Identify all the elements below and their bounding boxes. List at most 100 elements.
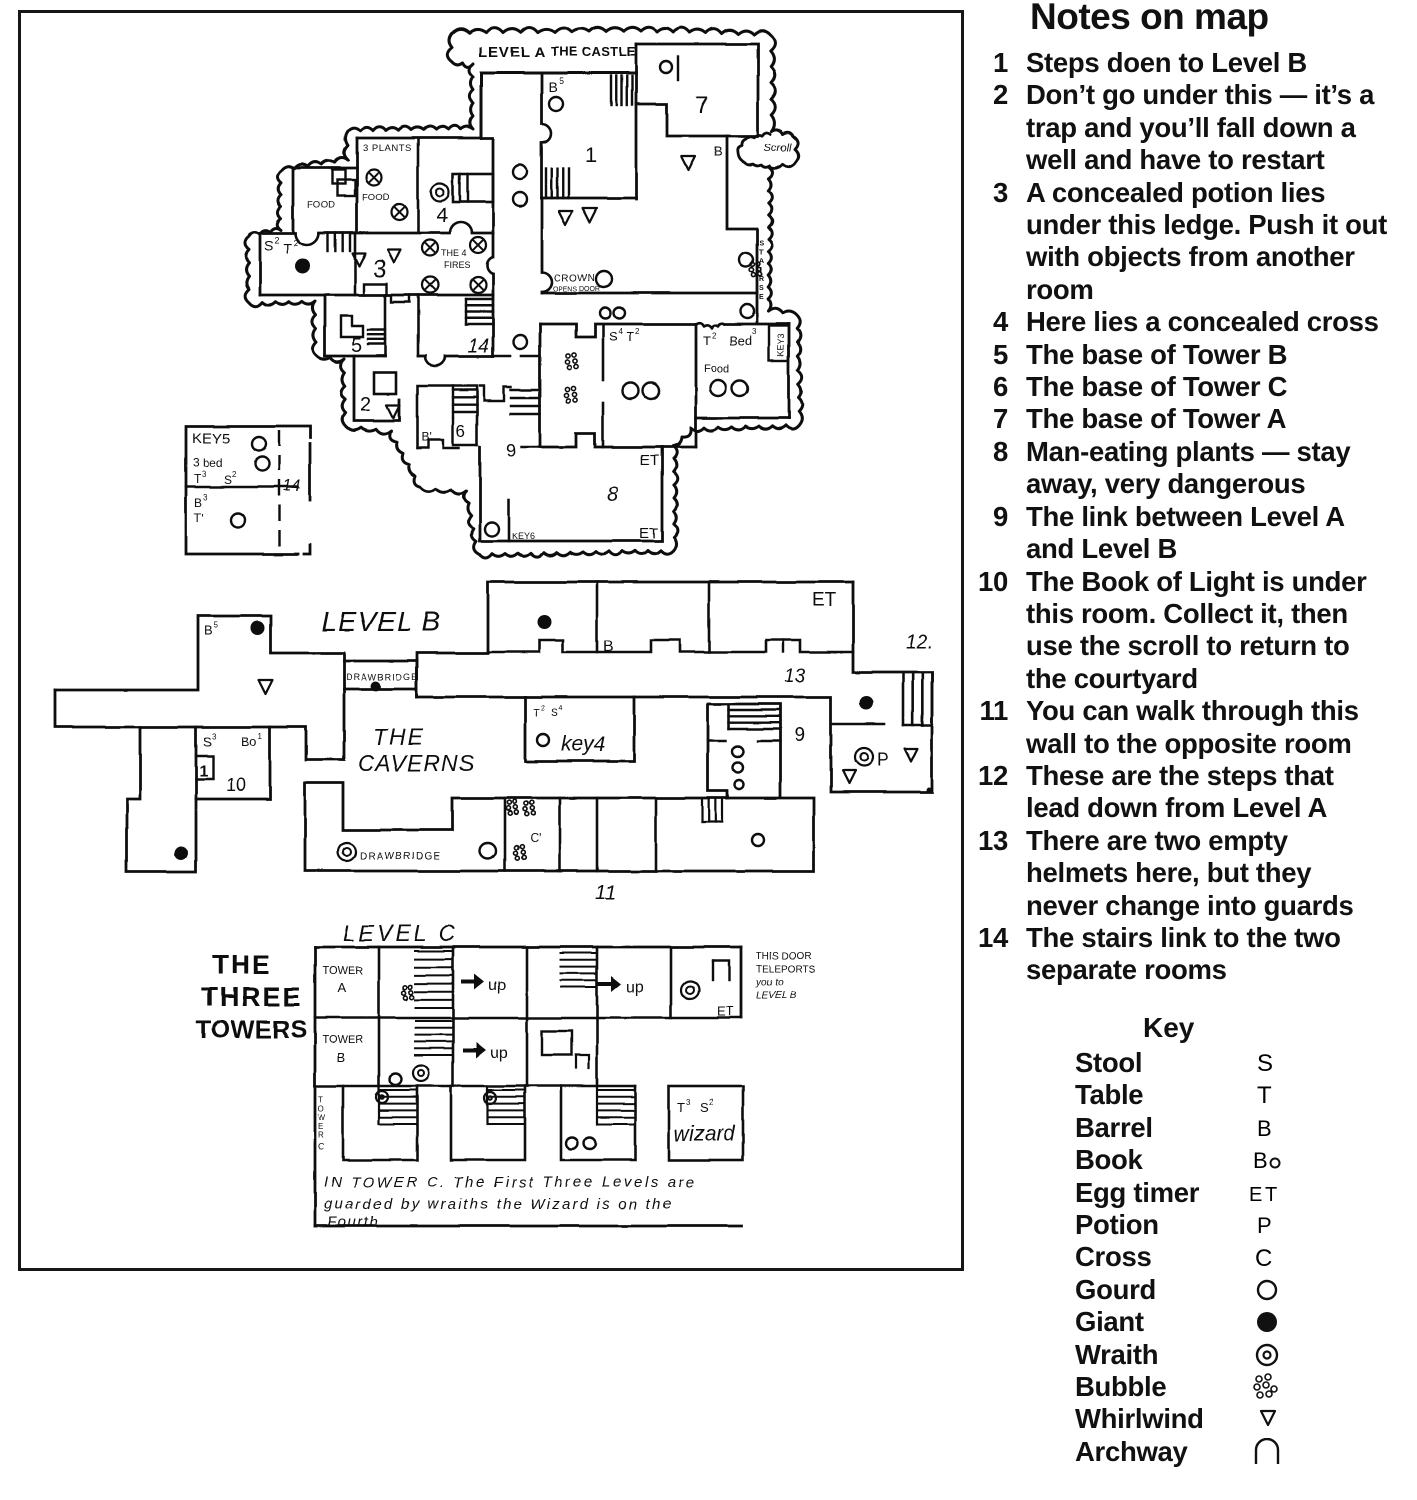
svg-text:P: P xyxy=(1257,1213,1271,1238)
svg-text:3: 3 xyxy=(686,1098,691,1107)
svg-text:7: 7 xyxy=(695,92,708,119)
svg-text:A: A xyxy=(337,980,346,995)
svg-text:5: 5 xyxy=(559,76,564,86)
svg-text:OPENS DOOR: OPENS DOOR xyxy=(553,286,600,293)
svg-text:S: S xyxy=(609,329,618,344)
svg-text:S: S xyxy=(551,707,558,719)
svg-text:S: S xyxy=(264,237,273,253)
svg-text:THREE: THREE xyxy=(201,982,303,1012)
svg-text:8: 8 xyxy=(607,483,619,506)
svg-text:CAVERNS: CAVERNS xyxy=(358,750,475,776)
svg-text:9: 9 xyxy=(794,724,805,746)
svg-text:4: 4 xyxy=(436,204,448,227)
svg-text:3: 3 xyxy=(212,732,217,741)
svg-text:T: T xyxy=(533,707,540,719)
svg-text:T: T xyxy=(1257,1082,1272,1109)
svg-text:DRAWBRIDGE: DRAWBRIDGE xyxy=(346,672,419,682)
svg-text:S: S xyxy=(759,240,764,247)
svg-text:1: 1 xyxy=(258,732,263,741)
svg-text:3: 3 xyxy=(373,255,387,283)
svg-text:9: 9 xyxy=(506,441,516,461)
svg-text:5: 5 xyxy=(214,621,219,630)
svg-text:B: B xyxy=(714,144,723,159)
svg-text:DRAWBRIDGE: DRAWBRIDGE xyxy=(360,851,442,862)
svg-text:14: 14 xyxy=(468,336,489,357)
svg-text:ET: ET xyxy=(812,590,837,611)
svg-text:THE 4: THE 4 xyxy=(441,248,467,258)
svg-text:TOWERS: TOWERS xyxy=(196,1016,307,1044)
svg-text:THE: THE xyxy=(373,724,425,750)
svg-text:3 PLANTS: 3 PLANTS xyxy=(363,143,412,154)
svg-text:2: 2 xyxy=(635,327,640,336)
svg-text:THE CASTLE: THE CASTLE xyxy=(551,44,636,59)
svg-text:10: 10 xyxy=(226,775,246,795)
svg-text:P: P xyxy=(877,750,889,770)
svg-text:2: 2 xyxy=(541,705,545,712)
svg-text:R: R xyxy=(318,1131,324,1140)
svg-text:W: W xyxy=(318,1113,326,1122)
svg-text:6: 6 xyxy=(456,422,465,441)
svg-text:E: E xyxy=(759,294,764,301)
svg-text:you to: you to xyxy=(755,977,784,988)
svg-text:O: O xyxy=(318,1104,324,1113)
svg-text:C: C xyxy=(318,1142,325,1152)
svg-text:4: 4 xyxy=(618,327,623,336)
svg-text:B: B xyxy=(548,79,557,95)
svg-text:T: T xyxy=(626,329,634,344)
svg-text:3 bed: 3 bed xyxy=(193,456,223,470)
svg-text:ET: ET xyxy=(640,452,659,469)
svg-text:S: S xyxy=(224,473,232,487)
svg-text:THIS DOOR: THIS DOOR xyxy=(756,951,812,962)
svg-text:up: up xyxy=(490,1045,508,1062)
svg-text:FOOD: FOOD xyxy=(362,192,390,203)
svg-text:2: 2 xyxy=(709,1098,714,1107)
svg-text:I: I xyxy=(760,267,762,274)
svg-text:E: E xyxy=(1249,1184,1262,1206)
svg-text:up: up xyxy=(488,977,506,994)
svg-text:Bed: Bed xyxy=(729,333,752,348)
svg-text:T: T xyxy=(759,249,764,256)
svg-text:FOOD: FOOD xyxy=(307,200,335,211)
svg-text:B': B' xyxy=(421,430,431,444)
svg-text:S: S xyxy=(700,1100,709,1115)
svg-text:Fourth: Fourth xyxy=(327,1214,379,1231)
svg-text:FIRES: FIRES xyxy=(444,260,471,270)
svg-text:T: T xyxy=(677,1100,685,1115)
svg-text:LEVEL C: LEVEL C xyxy=(343,920,458,946)
svg-text:T': T' xyxy=(194,511,204,525)
svg-text:R: R xyxy=(759,276,764,283)
svg-text:1: 1 xyxy=(199,763,208,780)
svg-text:Food: Food xyxy=(704,363,729,375)
svg-text:KEY5: KEY5 xyxy=(192,430,230,447)
svg-text:Scroll: Scroll xyxy=(764,142,792,154)
svg-text:11: 11 xyxy=(595,882,616,904)
svg-text:TOWER: TOWER xyxy=(322,1034,363,1046)
svg-text:IN TOWER C. The First Three L: IN TOWER C. The First Three Levels are xyxy=(324,1174,697,1191)
svg-text:TOWER: TOWER xyxy=(322,965,363,977)
svg-text:C: C xyxy=(1255,1245,1272,1272)
svg-text:13: 13 xyxy=(784,666,806,687)
svg-text:S: S xyxy=(759,285,764,292)
svg-text:B: B xyxy=(603,638,614,655)
svg-text:ET: ET xyxy=(717,1004,734,1019)
svg-text:LEVEL A: LEVEL A xyxy=(478,44,546,61)
svg-text:3: 3 xyxy=(203,493,208,502)
svg-text:LEVEL B: LEVEL B xyxy=(756,990,797,1001)
svg-text:KEY3: KEY3 xyxy=(776,334,786,357)
svg-text:B: B xyxy=(194,496,202,510)
svg-text:4: 4 xyxy=(559,705,563,712)
svg-text:T: T xyxy=(283,240,292,256)
svg-text:A: A xyxy=(759,258,764,265)
svg-text:S: S xyxy=(203,734,212,749)
svg-text:14: 14 xyxy=(283,478,301,495)
svg-text:CROWN: CROWN xyxy=(554,273,595,284)
svg-text:12.: 12. xyxy=(906,631,934,653)
svg-text:2: 2 xyxy=(360,394,371,416)
svg-text:2: 2 xyxy=(293,238,298,248)
svg-text:3: 3 xyxy=(202,470,207,479)
svg-text:5: 5 xyxy=(351,335,362,357)
svg-text:key4: key4 xyxy=(561,733,605,756)
svg-text:T: T xyxy=(318,1095,323,1104)
svg-text:B: B xyxy=(1253,1148,1267,1173)
svg-text:B: B xyxy=(1257,1116,1271,1141)
